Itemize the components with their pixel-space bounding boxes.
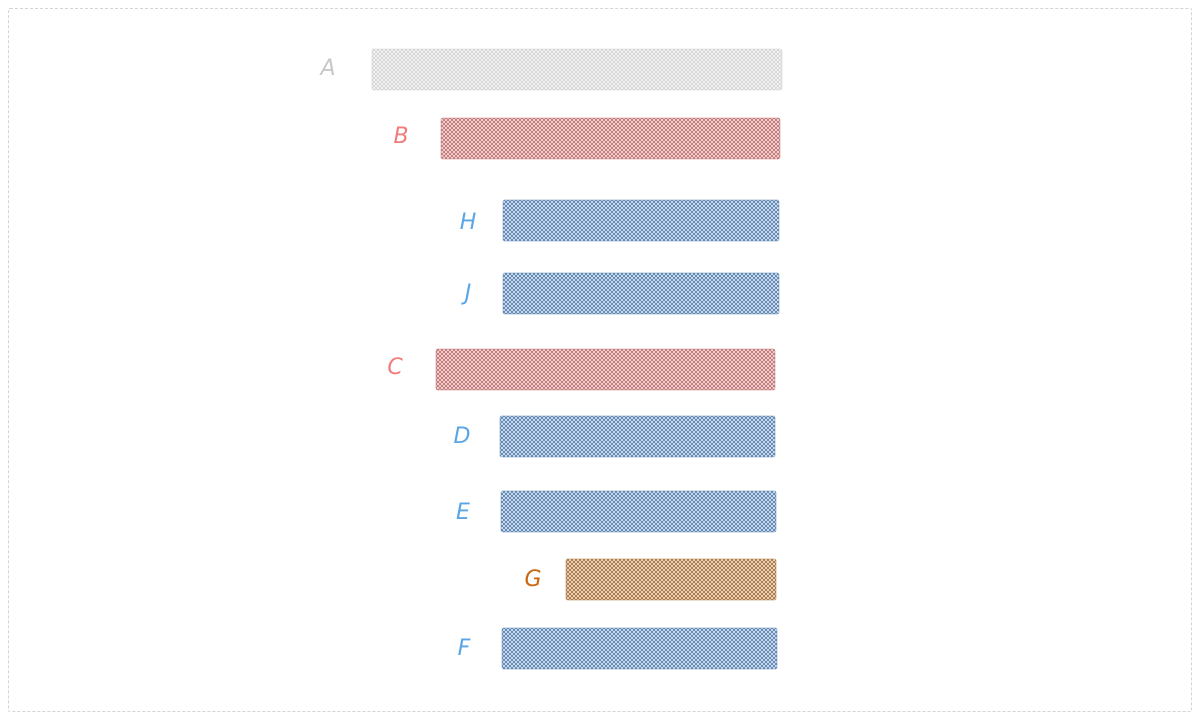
- node-bar-G: [565, 558, 777, 601]
- node-F: F: [458, 627, 778, 670]
- node-D: D: [454, 415, 776, 458]
- node-C: C: [387, 348, 776, 391]
- node-B: B: [393, 117, 781, 160]
- node-E: E: [456, 490, 777, 533]
- node-G: G: [524, 558, 777, 601]
- node-bar-F: [501, 627, 778, 670]
- node-H: H: [460, 199, 780, 242]
- node-bar-C: [435, 348, 776, 391]
- node-label-F: F: [458, 636, 471, 661]
- node-bar-E: [500, 490, 777, 533]
- node-bar-B: [440, 117, 781, 160]
- node-bar-A: [371, 48, 783, 91]
- node-layer: A B H J C D E G F: [318, 48, 783, 670]
- node-bar-H: [502, 199, 780, 242]
- node-A: A: [318, 48, 783, 91]
- node-label-A: A: [318, 56, 335, 81]
- node-bar-D: [499, 415, 776, 458]
- canvas-frame: [8, 8, 1192, 712]
- node-label-J: J: [461, 281, 472, 306]
- node-label-G: G: [524, 567, 541, 592]
- node-label-C: C: [387, 355, 403, 380]
- node-label-B: B: [393, 124, 408, 149]
- node-label-H: H: [460, 210, 477, 235]
- node-label-D: D: [454, 424, 471, 449]
- node-bar-J: [502, 272, 780, 315]
- node-label-E: E: [456, 500, 470, 525]
- node-J: J: [461, 272, 780, 315]
